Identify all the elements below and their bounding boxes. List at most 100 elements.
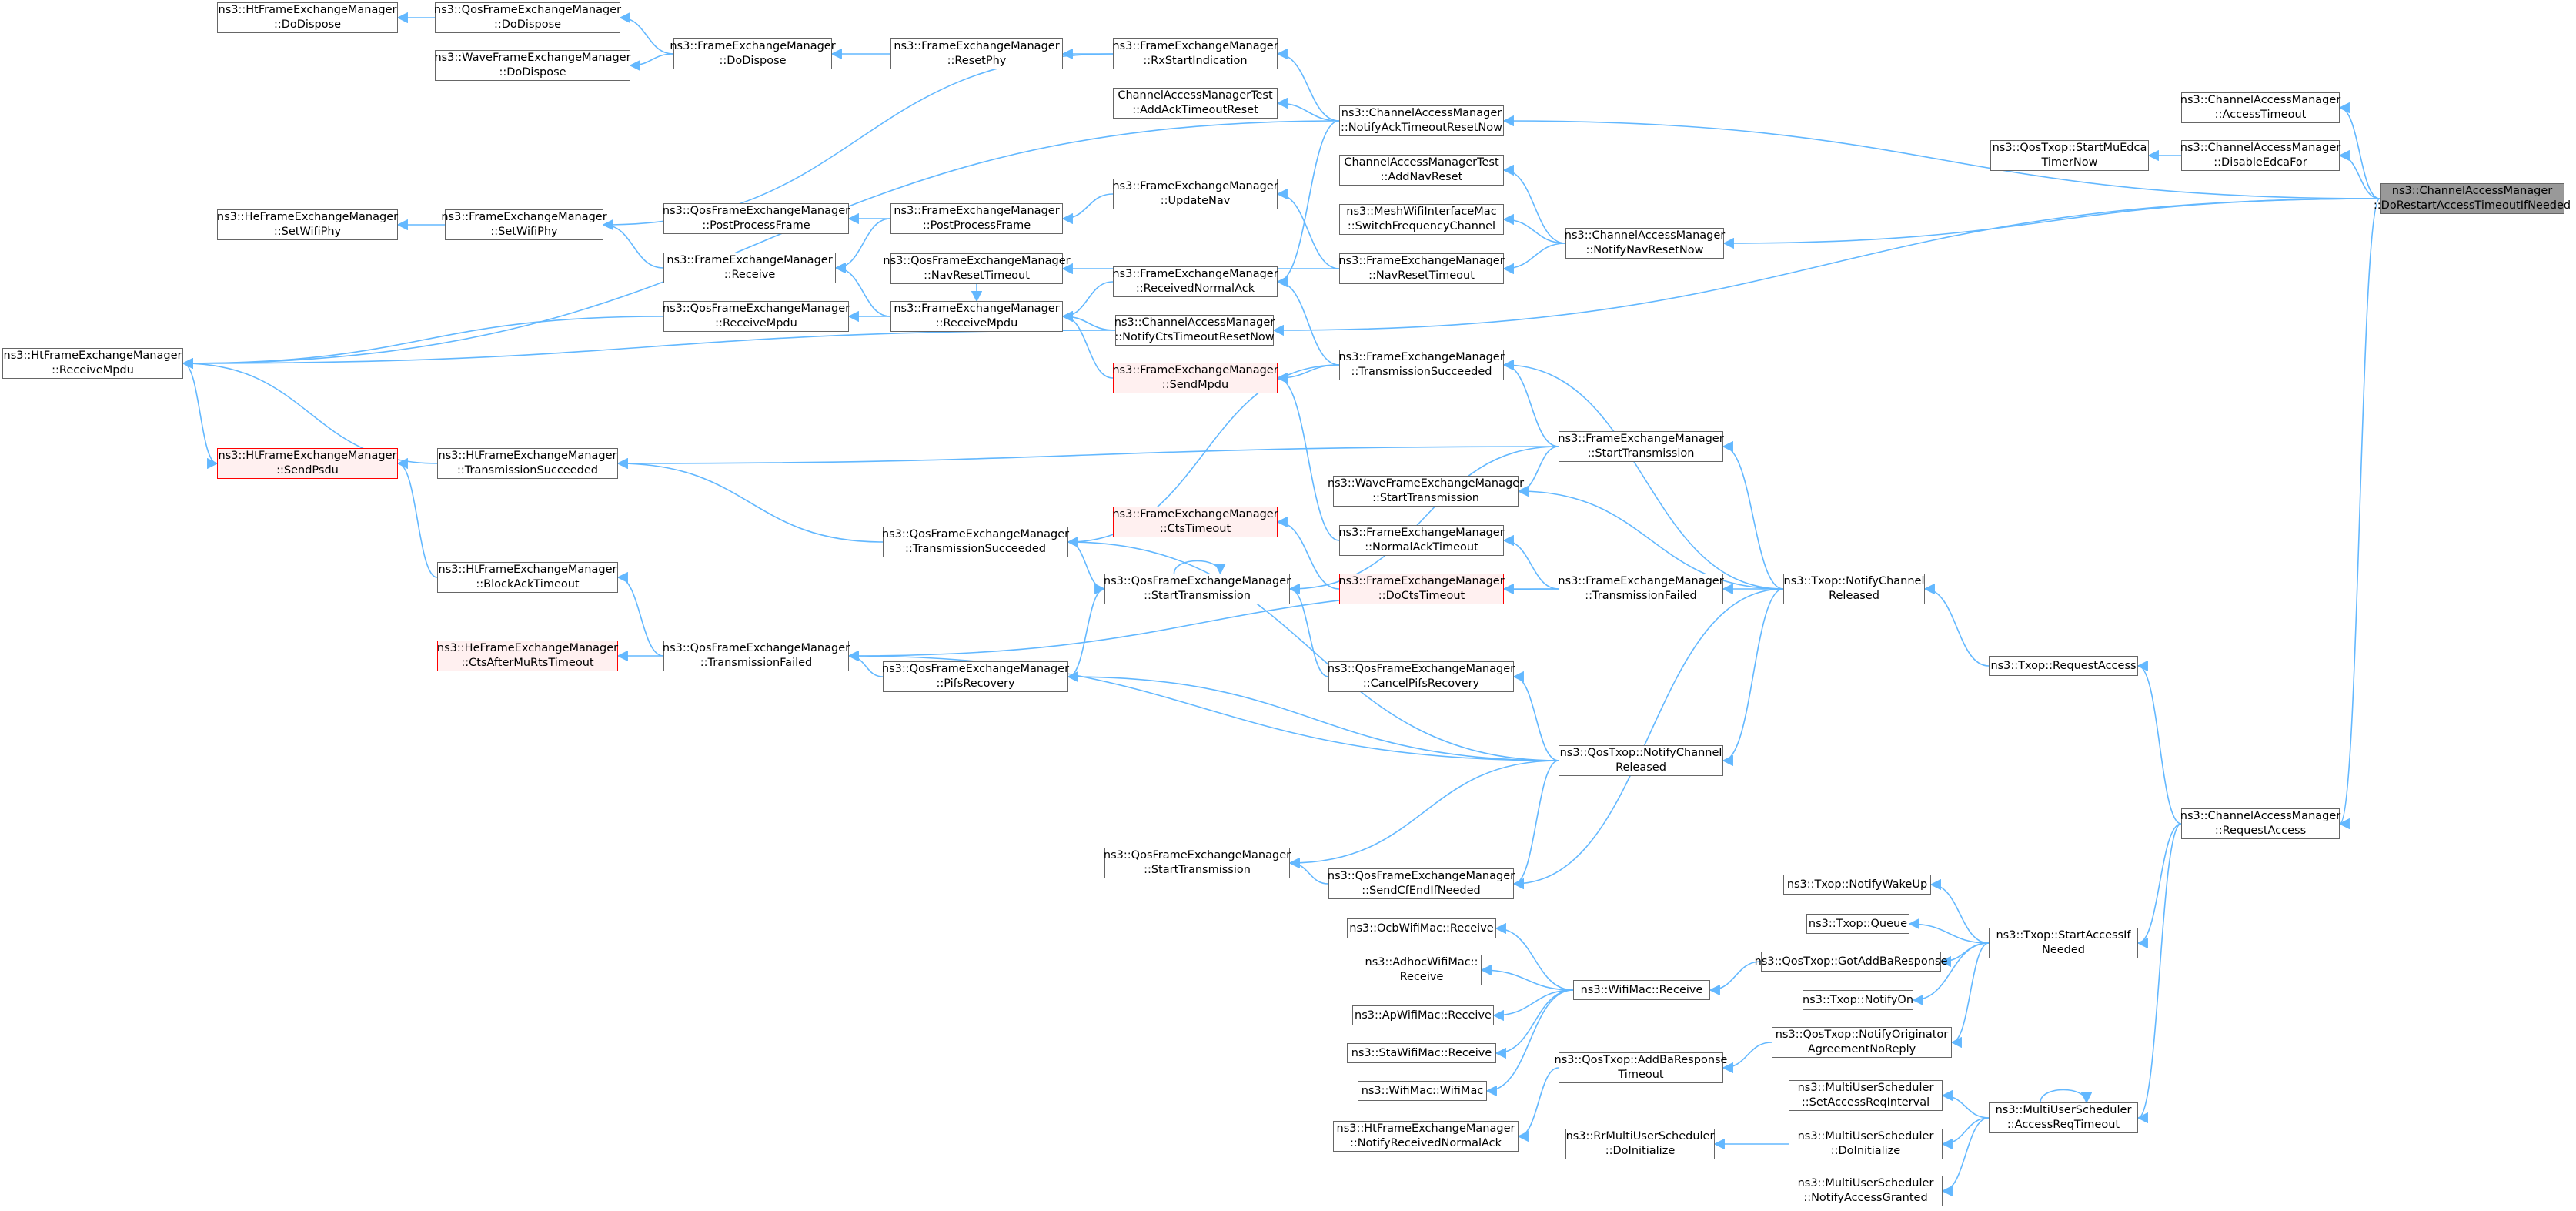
node-txop-notifyon[interactable]: ns3::Txop::NotifyOn [1803, 990, 1913, 1010]
node-label: ns3::RrMultiUserScheduler::DoInitialize [1566, 1129, 1715, 1159]
node-qos-cancelpifs[interactable]: ns3::QosFrameExchangeManager::CancelPifs… [1328, 661, 1515, 692]
node-he-ctsaftermu[interactable]: ns3::HeFrameExchangeManager::CtsAfterMuR… [437, 641, 618, 671]
node-fem-doctstimeout[interactable]: ns3::FrameExchangeManager::DoCtsTimeout [1338, 574, 1505, 604]
node-txop-queue[interactable]: ns3::Txop::Queue [1806, 914, 1909, 934]
node-ap-receive[interactable]: ns3::ApWifiMac::Receive [1352, 1005, 1494, 1025]
node-ht-sendpsdu[interactable]: ns3::HtFrameExchangeManager::SendPsdu [217, 448, 398, 479]
node-fem-receive[interactable]: ns3::FrameExchangeManager::Receive [663, 253, 836, 283]
node-mus-doinit[interactable]: ns3::MultiUserScheduler::DoInitialize [1789, 1129, 1943, 1159]
node-ht-receivempdu[interactable]: ns3::HtFrameExchangeManager::ReceiveMpdu [2, 348, 183, 379]
node-fem-resetphy[interactable]: ns3::FrameExchangeManager::ResetPhy [890, 38, 1063, 69]
node-cam-notify-nav[interactable]: ns3::ChannelAccessManager::NotifyNavRese… [1565, 228, 1725, 259]
node-qostxop-gotaddba[interactable]: ns3::QosTxop::GotAddBaResponse [1755, 952, 1947, 972]
node-qos-start-tx2[interactable]: ns3::QosFrameExchangeManager::StartTrans… [1104, 848, 1291, 878]
node-label-line: ns3::WifiMac::Receive [1580, 983, 1703, 996]
node-qos-receivempdu[interactable]: ns3::QosFrameExchangeManager::ReceiveMpd… [663, 301, 850, 332]
node-root[interactable]: ns3::ChannelAccessManager::DoRestartAcce… [2374, 183, 2571, 214]
node-label: ns3::FrameExchangeManager::StartTransmis… [1558, 432, 1723, 461]
node-wave-start-tx[interactable]: ns3::WaveFrameExchangeManager::StartTran… [1328, 476, 1524, 507]
node-label-line: ns3::FrameExchangeManager [894, 205, 1060, 217]
edge-txop-notify-released-to-txop-request-access [1923, 583, 1990, 667]
node-ht-notifyrecvnormalack[interactable]: ns3::HtFrameExchangeManager::NotifyRecei… [1333, 1121, 1519, 1152]
node-sta-receive[interactable]: ns3::StaWifiMac::Receive [1347, 1043, 1496, 1063]
node-cam-notify-cts[interactable]: ns3::ChannelAccessManager::NotifyCtsTime… [1114, 315, 1275, 346]
node-mus-accessreqtimeout[interactable]: ns3::MultiUserScheduler::AccessReqTimeou… [1989, 1102, 2138, 1133]
node-adhoc-receive[interactable]: ns3::AdhocWifiMac::Receive [1362, 955, 1482, 985]
node-label-line: ns3::QosFrameExchangeManager [883, 255, 1071, 267]
node-fem-recv-normal-ack[interactable]: ns3::FrameExchangeManager::ReceivedNorma… [1112, 266, 1278, 297]
node-label-line: Receive [1399, 971, 1444, 983]
node-label-line: ::AddNavReset [1380, 171, 1463, 183]
node-ocb-receive[interactable]: ns3::OcbWifiMac::Receive [1347, 918, 1496, 938]
node-qos-start-tx[interactable]: ns3::QosFrameExchangeManager::StartTrans… [1104, 574, 1291, 604]
node-fem-postprocess[interactable]: ns3::FrameExchangeManager::PostProcessFr… [890, 203, 1063, 234]
node-cam-notify-ack[interactable]: ns3::ChannelAccessManager::NotifyAckTime… [1339, 105, 1504, 136]
node-fem-navreset[interactable]: ns3::FrameExchangeManager::NavResetTimeo… [1338, 253, 1505, 284]
node-qos-pifsrecovery[interactable]: ns3::QosFrameExchangeManager::PifsRecove… [882, 661, 1069, 692]
node-label-line: ::NotifyCtsTimeoutResetNow [1114, 331, 1275, 343]
node-label-line: ns3::FrameExchangeManager [667, 254, 833, 266]
node-camt-add-ack[interactable]: ChannelAccessManagerTest::AddAckTimeoutR… [1113, 88, 1278, 119]
node-fem-tx-succeeded[interactable]: ns3::FrameExchangeManager::TransmissionS… [1338, 350, 1505, 380]
node-ht-dodispose[interactable]: ns3::HtFrameExchangeManager::DoDispose [217, 2, 398, 33]
node-fem-updatenav[interactable]: ns3::FrameExchangeManager::UpdateNav [1112, 179, 1278, 209]
node-qos-tx-succeeded[interactable]: ns3::QosFrameExchangeManager::Transmissi… [882, 527, 1069, 557]
edge-fem-setwifiphy-to-fem-rxstart [602, 53, 1114, 231]
edge-ht-receivempdu-to-cam-notify-cts [182, 330, 1116, 370]
edge-fem-ctstimeout-to-fem-doctstimeout [1276, 516, 1340, 590]
node-fem-sendmpdu[interactable]: ns3::FrameExchangeManager::SendMpdu [1112, 363, 1278, 393]
node-rr-doinit[interactable]: ns3::RrMultiUserScheduler::DoInitialize [1565, 1129, 1715, 1159]
node-qos-sendcfend[interactable]: ns3::QosFrameExchangeManager::SendCfEndI… [1328, 868, 1515, 899]
node-fem-normalacktimeout[interactable]: ns3::FrameExchangeManager::NormalAckTime… [1338, 525, 1505, 556]
node-cam-disable-edca[interactable]: ns3::ChannelAccessManager::DisableEdcaFo… [2180, 140, 2340, 171]
node-label: ns3::QosFrameExchangeManager::StartTrans… [1104, 574, 1291, 604]
node-qos-postprocess[interactable]: ns3::QosFrameExchangeManager::PostProces… [663, 203, 850, 234]
node-label-line: ns3::MultiUserScheduler [1797, 1082, 1934, 1094]
edge-txop-notifyon-to-txop-start-access [1912, 942, 1990, 1006]
node-fem-start-tx[interactable]: ns3::FrameExchangeManager::StartTransmis… [1558, 431, 1724, 462]
node-qos-dodispose[interactable]: ns3::QosFrameExchangeManager::DoDispose [434, 2, 621, 33]
node-label: ns3::FrameExchangeManager::UpdateNav [1112, 179, 1278, 209]
node-fem-ctstimeout[interactable]: ns3::FrameExchangeManager::CtsTimeout [1112, 507, 1278, 537]
node-label-line: ns3::Txop::RequestAccess [1990, 659, 2137, 672]
node-ht-blockacktimeout[interactable]: ns3::HtFrameExchangeManager::BlockAckTim… [437, 562, 618, 593]
node-camt-add-nav[interactable]: ChannelAccessManagerTest::AddNavReset [1339, 155, 1504, 186]
node-label-line: Released [1615, 761, 1666, 774]
node-fem-receivempdu[interactable]: ns3::FrameExchangeManager::ReceiveMpdu [890, 301, 1063, 332]
node-qos-tx-failed[interactable]: ns3::QosFrameExchangeManager::Transmissi… [663, 641, 850, 671]
node-label-line: ns3::HtFrameExchangeManager [3, 350, 182, 362]
node-label-line: ::DoDispose [719, 55, 787, 67]
node-fem-setwifiphy[interactable]: ns3::FrameExchangeManager::SetWifiPhy [441, 209, 607, 240]
edge-fem-tx-succeeded-to-txop-notify-released [1502, 359, 1784, 590]
node-fem-dodispose[interactable]: ns3::FrameExchangeManager::DoDispose [670, 38, 836, 69]
node-label-line: ns3::HtFrameExchangeManager [438, 450, 617, 462]
node-cam-request-access[interactable]: ns3::ChannelAccessManager::RequestAccess [2180, 808, 2340, 839]
node-mesh-switch[interactable]: ns3::MeshWifiInterfaceMac::SwitchFrequen… [1339, 204, 1504, 235]
node-label-line: ::DoCtsTimeout [1378, 590, 1465, 602]
node-label-line: ns3::HtFrameExchangeManager [218, 4, 397, 16]
node-txop-notifywakeup[interactable]: ns3::Txop::NotifyWakeUp [1783, 875, 1931, 895]
node-wifimac-receive[interactable]: ns3::WifiMac::Receive [1573, 980, 1710, 1000]
node-qos-navreset[interactable]: ns3::QosFrameExchangeManager::NavResetTi… [883, 253, 1071, 284]
node-label-line: ns3::Txop::Queue [1808, 917, 1908, 930]
node-he-setwifiphy[interactable]: ns3::HeFrameExchangeManager::SetWifiPhy [217, 209, 398, 240]
node-ht-tx-succeeded[interactable]: ns3::HtFrameExchangeManager::Transmissio… [437, 448, 618, 479]
node-label-line: ns3::HtFrameExchangeManager [438, 564, 617, 576]
node-fem-rxstart[interactable]: ns3::FrameExchangeManager::RxStartIndica… [1112, 38, 1278, 69]
edge-qos-start-tx-to-qos-cancelpifs [1288, 583, 1329, 677]
node-txop-request-access[interactable]: ns3::Txop::RequestAccess [1989, 656, 2138, 676]
node-label-line: ChannelAccessManagerTest [1344, 156, 1499, 169]
node-mus-notifyaccess[interactable]: ns3::MultiUserScheduler::NotifyAccessGra… [1789, 1176, 1943, 1206]
node-wifimac-wifimac[interactable]: ns3::WifiMac::WifiMac [1358, 1081, 1487, 1101]
node-wave-dodispose[interactable]: ns3::WaveFrameExchangeManager::DoDispose [434, 50, 631, 81]
node-cam-access-timeout[interactable]: ns3::ChannelAccessManager::AccessTimeout [2180, 92, 2340, 123]
node-mus-setaccessreq[interactable]: ns3::MultiUserScheduler::SetAccessReqInt… [1789, 1080, 1943, 1111]
node-fem-tx-failed[interactable]: ns3::FrameExchangeManager::TransmissionF… [1558, 574, 1724, 604]
